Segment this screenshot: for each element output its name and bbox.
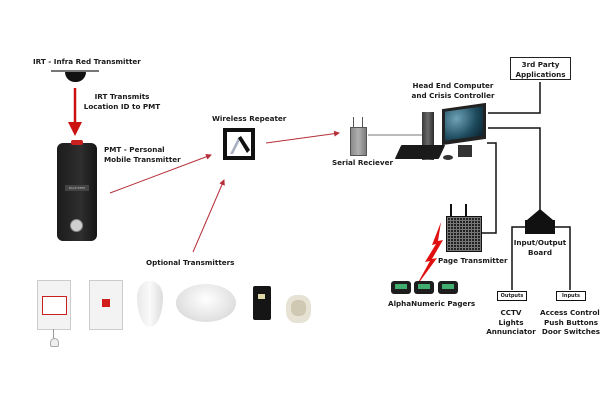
computer-monitor-icon xyxy=(442,102,486,146)
pmt-label-line-2: Mobile Transmitter xyxy=(104,154,181,164)
io-inputs-wire xyxy=(553,226,571,290)
io-board-label: Input/Output Board xyxy=(510,238,570,257)
optional-to-repeater-link xyxy=(192,179,225,253)
pmt-to-repeater-link xyxy=(109,153,212,194)
pull-cord-station-icon xyxy=(37,280,71,347)
pager-icon xyxy=(414,281,434,294)
page-transmitter-icon xyxy=(446,204,482,252)
computer-to-page-transmitter-wire xyxy=(481,142,497,234)
third-party-line-1: 3rd Party xyxy=(521,60,560,69)
headend-label: Head End Computer and Crisis Controller xyxy=(408,81,498,100)
irt-transmits-label: IRT Transmits Location ID to PMT xyxy=(82,92,162,111)
pmt-device-text: PAGE BEEP xyxy=(65,185,89,191)
page-transmitter-label: Page Transmitter xyxy=(438,256,508,265)
inputs-tag: Inputs xyxy=(556,291,586,301)
wall-button-icon xyxy=(286,295,311,323)
computer-to-io-board-wire xyxy=(488,127,541,210)
irt-to-pmt-arrow xyxy=(68,88,82,136)
pmt-label-line-1: PMT - Personal xyxy=(104,145,165,154)
wireless-repeater-icon xyxy=(223,128,255,160)
input-item: Access Controls xyxy=(540,308,600,317)
pagers-label: AlphaNumeric Pagers xyxy=(388,299,476,308)
push-button-station-icon xyxy=(89,280,123,330)
output-item: Lights xyxy=(498,317,524,327)
lightning-bolt-icon xyxy=(415,222,443,288)
headend-label-line-1: Head End Computer xyxy=(412,81,494,90)
input-item: Push Buttons xyxy=(543,317,599,327)
output-item: CCTV xyxy=(500,308,522,317)
smoke-detector-icon xyxy=(176,284,236,322)
io-board-line-1: Input/Output xyxy=(513,238,567,247)
motion-sensor-icon xyxy=(137,281,163,327)
inputs-list: Access Controls Push Buttons Door Switch… xyxy=(540,308,600,337)
keyboard-icon xyxy=(394,145,446,159)
repeater-label: Wireless Repeater xyxy=(212,114,287,123)
pendant-transmitter-icon xyxy=(253,286,271,320)
third-party-applications-box: 3rd Party Applications xyxy=(510,57,571,80)
infra-red-dome-icon xyxy=(65,72,86,82)
mouse-icon xyxy=(443,155,453,160)
outputs-list: CCTV Lights Annunciator xyxy=(486,308,536,337)
output-item: Annunciator xyxy=(486,327,536,336)
pmt-label: PMT - Personal Mobile Transmitter xyxy=(104,145,181,164)
pmt-device-icon: PAGE BEEP xyxy=(57,140,97,241)
irt-transmits-line-1: IRT Transmits xyxy=(94,92,150,101)
monitor-stand-icon xyxy=(458,145,472,157)
input-item: Door Switches xyxy=(541,327,600,336)
io-board-icon xyxy=(525,209,555,234)
third-party-line-2: Applications xyxy=(515,69,566,79)
io-outputs-wire xyxy=(511,226,527,290)
infra-red-transmitter-icon xyxy=(51,70,99,72)
irt-transmits-line-2: Location ID to PMT xyxy=(83,101,161,111)
outputs-tag: Outputs xyxy=(497,291,527,301)
io-board-line-2: Board xyxy=(528,247,552,257)
pager-icon xyxy=(438,281,458,294)
repeater-to-serial-link xyxy=(265,130,340,144)
headend-label-line-2: and Crisis Controller xyxy=(411,90,495,100)
serial-receiver-icon xyxy=(350,117,367,156)
computer-to-3rd-party-wire xyxy=(488,82,541,114)
irt-label: IRT - Infra Red Transmitter xyxy=(33,57,141,66)
optional-transmitters-label: Optional Transmitters xyxy=(146,258,235,267)
serial-receiver-label: Serial Reciever xyxy=(332,158,393,167)
pager-icon xyxy=(391,281,411,294)
